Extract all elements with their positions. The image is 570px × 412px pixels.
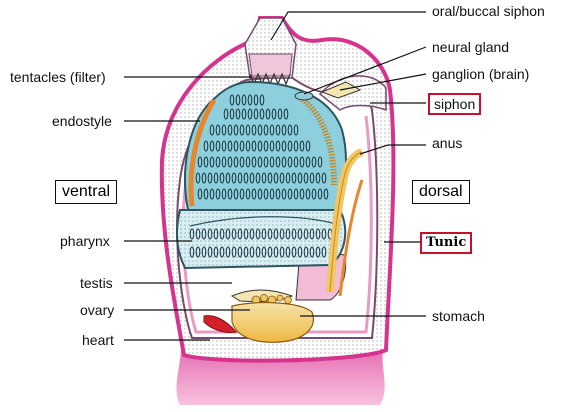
stomach-shape (232, 303, 313, 343)
label-stomach: stomach (432, 308, 485, 324)
neural-gland-shape (295, 92, 313, 100)
label-neural-gland: neural gland (432, 39, 509, 55)
label-oral-siphon: oral/buccal siphon (432, 3, 545, 19)
label-ganglion: ganglion (brain) (432, 66, 529, 82)
label-anus: anus (432, 135, 462, 151)
oral-siphon-opening (249, 54, 292, 76)
label-heart: heart (82, 332, 114, 348)
label-tunic: Tunic (420, 232, 472, 254)
label-ventral: ventral (55, 180, 117, 204)
label-tentacles: tentacles (filter) (10, 69, 106, 85)
label-ovary: ovary (80, 302, 114, 318)
label-siphon: siphon (428, 93, 481, 115)
label-endostyle: endostyle (52, 113, 112, 129)
label-dorsal: dorsal (412, 180, 470, 204)
label-pharynx: pharynx (60, 233, 110, 249)
label-testis: testis (80, 275, 113, 291)
pharynx-lower-band (177, 210, 345, 268)
